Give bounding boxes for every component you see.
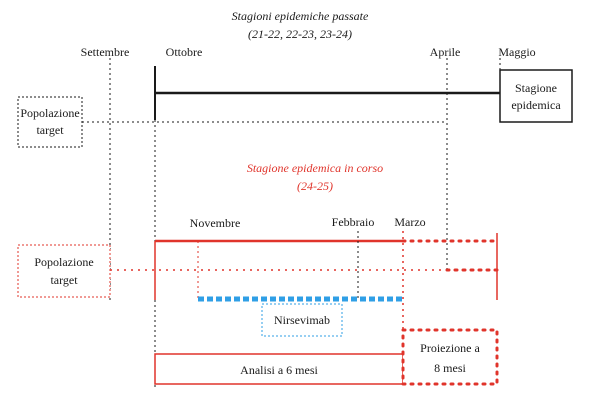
current-season-title-line2: (24-25)	[297, 179, 333, 193]
epidemic-season-label-line1: Stagione	[515, 81, 557, 95]
epidemic-season-box	[499, 69, 573, 123]
past-seasons-title-line1: Stagioni epidemiche passate	[232, 9, 369, 23]
analysis-6-months-box	[154, 353, 404, 385]
analysis-6-months-label: Analisi a 6 mesi	[240, 363, 318, 377]
current-target-label-line2: target	[50, 273, 78, 287]
past-seasons-title-line2: (21-22, 22-23, 23-24)	[248, 27, 352, 41]
current-target-population-box	[17, 244, 111, 298]
past-target-population-box	[17, 96, 83, 148]
nirsevimab-box	[261, 303, 343, 337]
projection-8-months-box	[401, 328, 499, 386]
month-label-novembre: Novembre	[190, 216, 241, 230]
month-label-ottobre: Ottobre	[166, 45, 203, 59]
projection-label-line2: 8 mesi	[434, 361, 466, 375]
month-label-maggio: Maggio	[498, 45, 535, 59]
current-timeline	[110, 231, 499, 330]
past-target-label-line2: target	[36, 123, 64, 137]
projection-label-line1: Proiezione a	[420, 341, 480, 355]
month-label-febbraio: Febbraio	[332, 215, 375, 229]
month-label-aprile: Aprile	[430, 45, 461, 59]
past-target-label-line1: Popolazione	[20, 106, 79, 120]
nirsevimab-label: Nirsevimab	[274, 313, 330, 327]
current-season-title-line1: Stagione epidemica in corso	[247, 161, 383, 175]
epidemic-season-label-line2: epidemica	[511, 98, 561, 112]
month-label-settembre: Settembre	[81, 45, 130, 59]
month-label-marzo: Marzo	[394, 215, 425, 229]
current-target-label-line1: Popolazione	[34, 255, 93, 269]
